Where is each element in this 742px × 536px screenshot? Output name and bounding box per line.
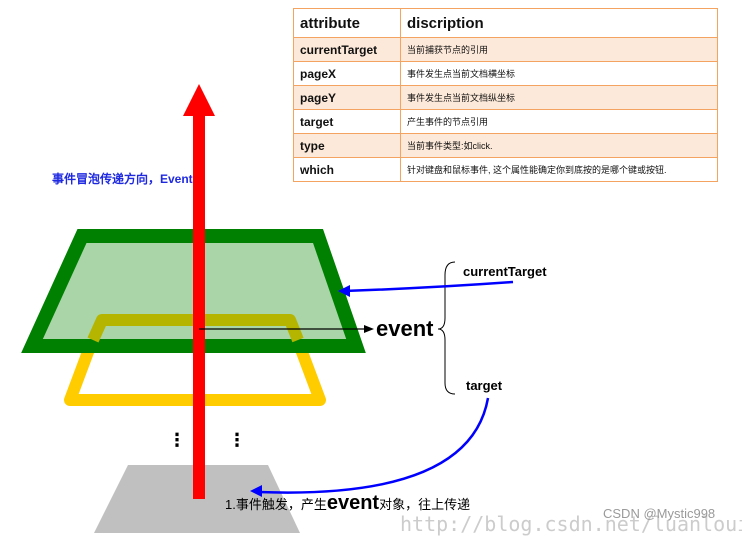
- event-pointer-head: [364, 325, 374, 333]
- trigger-prefix: 1.事件触发，产生: [225, 497, 327, 512]
- attr-description: 当前捕获节点的引用: [400, 37, 718, 62]
- target-pointer-head: [250, 485, 262, 497]
- attr-name: target: [293, 109, 401, 134]
- bubble-arrow-shaft: [193, 114, 205, 499]
- attr-description: 针对键盘和鼠标事件, 这个属性能确定你到底按的是哪个键或按钮.: [400, 157, 718, 182]
- header-attribute: attribute: [293, 8, 401, 38]
- watermark-url: http://blog.csdn.net/luanlouis: [400, 512, 742, 536]
- event-label: event: [376, 316, 434, 341]
- attr-name: type: [293, 133, 401, 158]
- current-target-pointer-head: [338, 285, 350, 297]
- table-row: pageX 事件发生点当前文档横坐标: [293, 61, 718, 86]
- bubble-direction-label: 事件冒泡传递方向，Event: [52, 172, 193, 186]
- attr-name: pageX: [293, 61, 401, 86]
- target-pointer: [257, 397, 490, 494]
- trigger-label: 1.事件触发，产生event对象，往上传递: [225, 492, 470, 515]
- attr-name: currentTarget: [293, 37, 401, 62]
- current-target-pointer: [343, 280, 514, 293]
- attr-name: pageY: [293, 85, 401, 110]
- watermark-csdn: CSDN @Mystic998: [603, 506, 716, 521]
- trigger-event: event: [326, 492, 380, 514]
- bubble-arrow-head: [183, 84, 215, 116]
- current-target-label: currentTarget: [463, 264, 547, 279]
- table-row: pageY 事件发生点当前文档纵坐标: [293, 85, 718, 110]
- table-row: target 产生事件的节点引用: [293, 109, 718, 134]
- attr-description: 事件发生点当前文档纵坐标: [400, 85, 718, 110]
- attr-description: 产生事件的节点引用: [400, 109, 718, 134]
- brace: [437, 261, 456, 395]
- ellipsis-right: ⋮: [228, 430, 246, 450]
- table-row: which 针对键盘和鼠标事件, 这个属性能确定你到底按的是哪个键或按钮.: [293, 157, 718, 182]
- attr-name: which: [293, 157, 401, 182]
- attr-description: 当前事件类型:如click.: [400, 133, 718, 158]
- table-row: type 当前事件类型:如click.: [293, 133, 718, 158]
- attr-description: 事件发生点当前文档横坐标: [400, 61, 718, 86]
- event-attribute-table: attribute discription currentTarget 当前捕获…: [293, 8, 718, 182]
- trigger-suffix: 对象，往上传递: [379, 497, 471, 512]
- target-label: target: [466, 378, 503, 393]
- header-description: discription: [400, 8, 718, 38]
- table-row: currentTarget 当前捕获节点的引用: [293, 37, 718, 62]
- ellipsis-left: ⋮: [168, 430, 186, 450]
